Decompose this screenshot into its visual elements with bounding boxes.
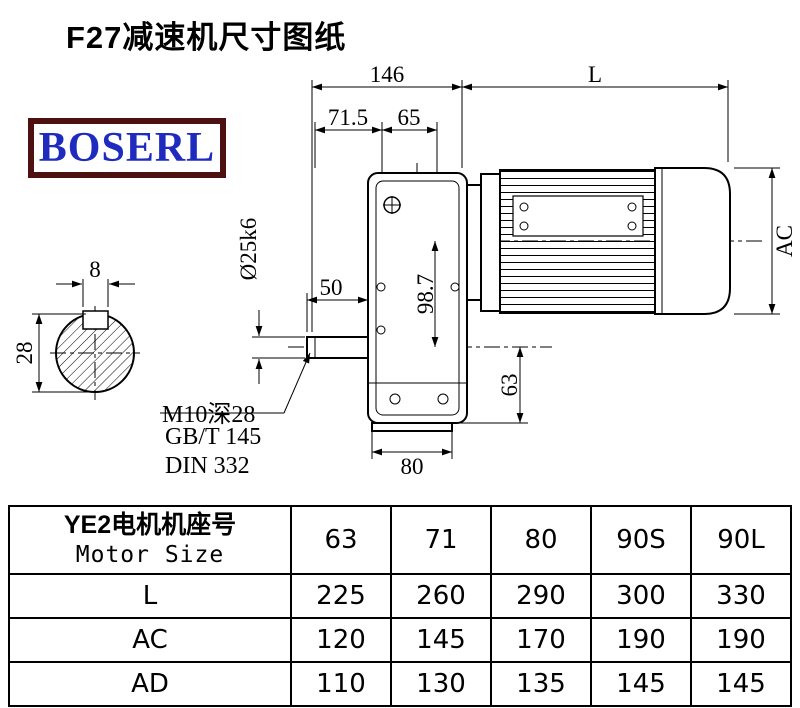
dim-65-label: 65 — [397, 105, 421, 130]
row-AD-value-3: 145 — [590, 661, 692, 707]
header-size-80: 80 — [490, 505, 592, 575]
dim-L-label: L — [587, 62, 603, 87]
row-L-value-1: 260 — [390, 573, 492, 619]
technical-drawing — [32, 80, 780, 459]
header-motor-size-en: Motor Size — [75, 542, 225, 569]
motor-size-table: YE2电机机座号 Motor Size 63 71 80 90S 90L L 2… — [8, 505, 792, 707]
row-L-value-0: 225 — [290, 573, 392, 619]
fan-cover — [654, 167, 731, 315]
table-header-row: YE2电机机座号 Motor Size 63 71 80 90S 90L — [8, 505, 792, 575]
row-AC-value-1: 145 — [390, 617, 492, 663]
row-AD-value-2: 135 — [490, 661, 592, 707]
header-motor-size-cell: YE2电机机座号 Motor Size — [8, 505, 292, 575]
dim-shaft-diameter-label: Ø25k6 — [236, 217, 261, 281]
dim-146-label: 146 — [369, 62, 405, 87]
row-L-value-2: 290 — [490, 573, 592, 619]
dim-63-label: 63 — [497, 373, 522, 397]
logo-text: BOSERL — [38, 125, 216, 171]
header-size-71: 71 — [390, 505, 492, 575]
dim-80-label: 80 — [400, 454, 424, 479]
dim-28-label: 28 — [12, 341, 37, 365]
table-row-L: L 225 260 290 300 330 — [8, 573, 792, 619]
row-L-value-4: 330 — [690, 573, 792, 619]
note-thread-spec: M10深28 — [162, 402, 256, 428]
motor — [466, 167, 731, 315]
row-AC-value-4: 190 — [690, 617, 792, 663]
dim-71-5-label: 71.5 — [327, 105, 369, 130]
motor-fins — [499, 169, 656, 314]
row-label-L: L — [8, 573, 292, 619]
row-AD-value-4: 145 — [690, 661, 792, 707]
page-title: F27减速机尺寸图纸 — [66, 20, 347, 55]
dim-98-7-label: 98.7 — [413, 273, 438, 315]
dimension-lines — [32, 80, 780, 459]
row-AD-value-0: 110 — [290, 661, 392, 707]
header-size-90L: 90L — [690, 505, 792, 575]
row-AD-value-1: 130 — [390, 661, 492, 707]
header-motor-size-cn: YE2电机机座号 — [63, 511, 237, 539]
row-AC-value-3: 190 — [590, 617, 692, 663]
dim-AC-label: AC — [772, 225, 797, 257]
note-din-standard: DIN 332 — [165, 453, 250, 479]
row-L-value-3: 300 — [590, 573, 692, 619]
row-label-AD: AD — [8, 661, 292, 707]
note-gb-standard: GB/T 145 — [165, 424, 262, 450]
shaft-end-view — [55, 310, 135, 393]
row-AC-value-0: 120 — [290, 617, 392, 663]
table-row-AD: AD 110 130 135 145 145 — [8, 661, 792, 707]
dim-key-width-label: 8 — [89, 257, 101, 282]
table-row-AC: AC 120 145 170 190 190 — [8, 617, 792, 663]
boserl-logo: BOSERL — [28, 118, 226, 178]
header-size-90S: 90S — [590, 505, 692, 575]
row-AC-value-2: 170 — [490, 617, 592, 663]
header-size-63: 63 — [290, 505, 392, 575]
dim-50-label: 50 — [319, 275, 343, 300]
row-label-AC: AC — [8, 617, 292, 663]
output-shaft — [306, 336, 369, 359]
gearbox-housing — [367, 172, 468, 432]
